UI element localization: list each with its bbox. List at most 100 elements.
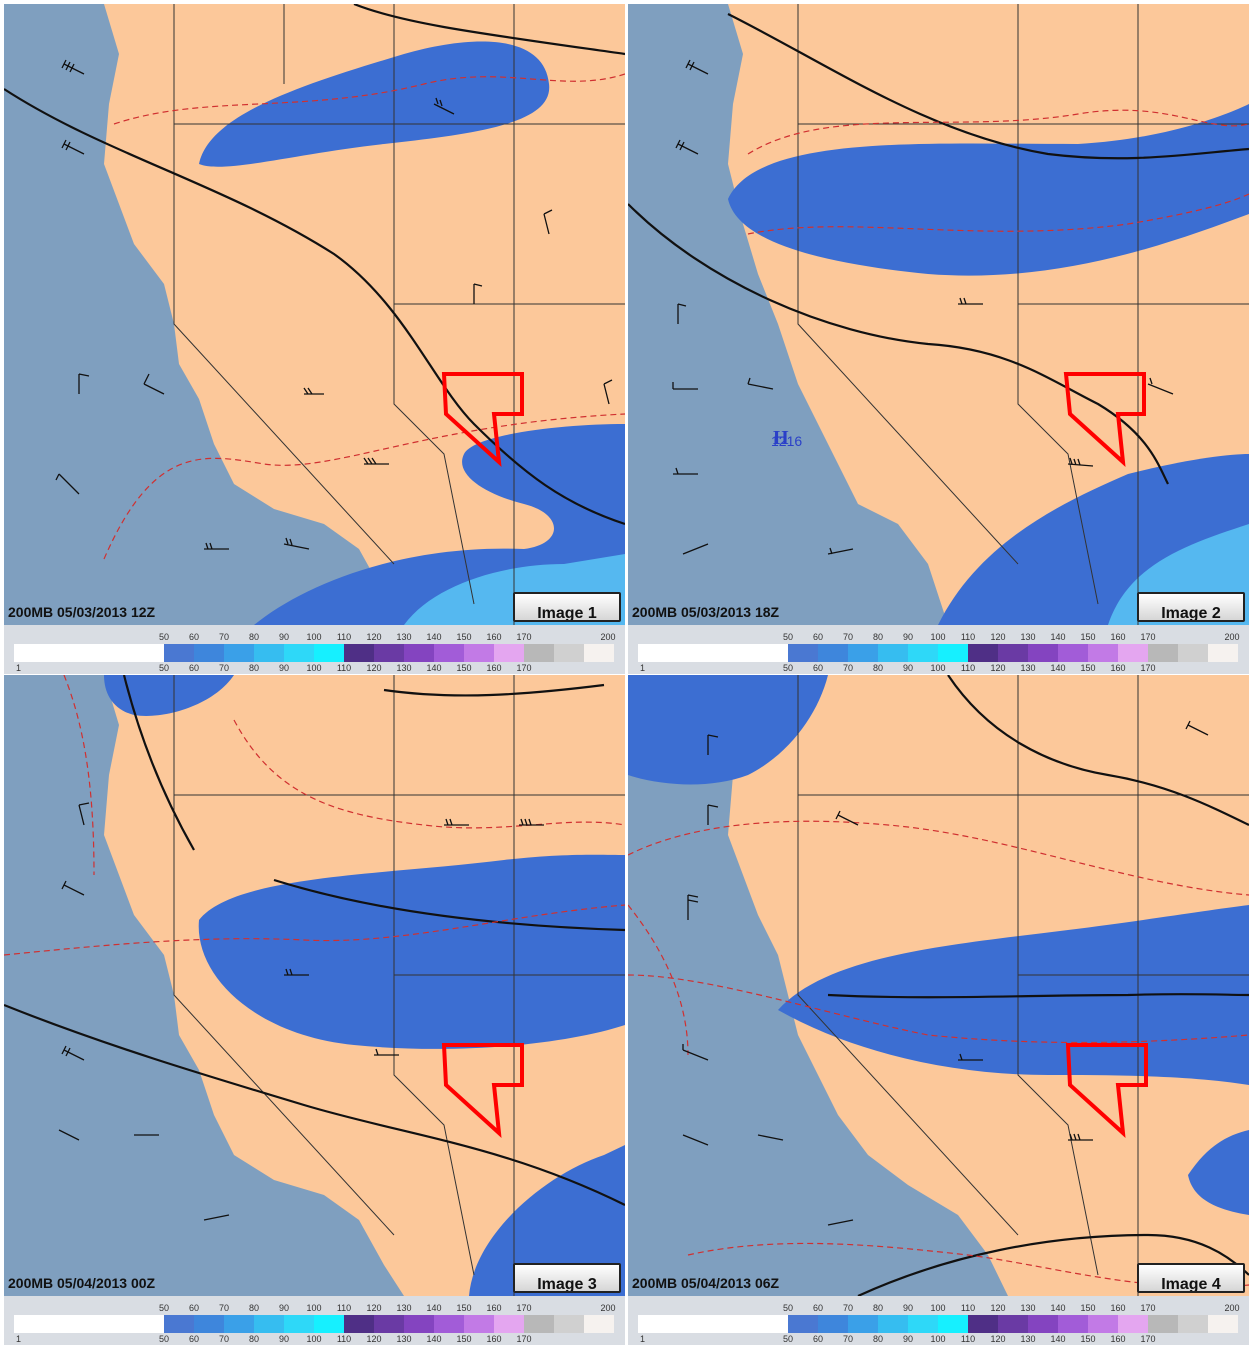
legend-tick-bottom: 80 bbox=[873, 1334, 883, 1344]
image-label: Image 4 bbox=[1137, 1263, 1245, 1293]
legend-tick-top: 200 bbox=[600, 1303, 615, 1313]
legend-tick-bottom: 130 bbox=[396, 1334, 411, 1344]
legend-tick-bottom: 120 bbox=[990, 1334, 1005, 1344]
legend-tick-bottom: 160 bbox=[486, 663, 501, 673]
legend-tick-top: 70 bbox=[219, 1303, 229, 1313]
legend-swatch bbox=[464, 644, 494, 662]
legend-tick-bottom: 70 bbox=[219, 1334, 229, 1344]
legend-tick-top: 140 bbox=[426, 632, 441, 642]
legend-swatch bbox=[284, 644, 314, 662]
legend-tick-bottom: 140 bbox=[1050, 1334, 1065, 1344]
legend-tick-bottom: 150 bbox=[1080, 663, 1095, 673]
state-borders bbox=[797, 4, 1249, 625]
legend-swatch bbox=[938, 644, 968, 662]
legend-tick-top: 50 bbox=[783, 632, 793, 642]
high-pressure-value: 1216 bbox=[771, 433, 802, 449]
legend-tick-bottom: 170 bbox=[516, 1334, 531, 1344]
temp-contour bbox=[628, 820, 1249, 896]
legend-tick-top: 70 bbox=[843, 632, 853, 642]
legend-swatch bbox=[374, 644, 404, 662]
jet-stream-north-west bbox=[104, 675, 234, 716]
height-contour bbox=[383, 683, 605, 697]
legend-tick-bottom: 50 bbox=[159, 663, 169, 673]
height-contour bbox=[827, 993, 1249, 999]
legend-tick-bottom: 110 bbox=[337, 663, 351, 673]
height-contour bbox=[727, 13, 1249, 160]
legend-swatch bbox=[1058, 1315, 1088, 1333]
legend-tick-top: 100 bbox=[930, 1303, 945, 1313]
image-label: Image 3 bbox=[513, 1263, 621, 1293]
legend-tick-bottom: 110 bbox=[961, 1334, 975, 1344]
legend-tick-top: 100 bbox=[930, 632, 945, 642]
legend-swatch bbox=[1178, 644, 1208, 662]
legend-tick-bottom: 160 bbox=[1110, 1334, 1125, 1344]
legend-tick-top: 130 bbox=[1020, 632, 1035, 642]
legend-tick-top: 160 bbox=[486, 1303, 501, 1313]
legend-swatch bbox=[1118, 644, 1148, 662]
jet-stream-south-east bbox=[469, 1145, 625, 1296]
legend-tick-bottom: 140 bbox=[426, 663, 441, 673]
legend-swatch bbox=[848, 1315, 878, 1333]
temp-contour bbox=[4, 904, 625, 956]
legend-tick-top: 140 bbox=[1050, 632, 1065, 642]
legend-swatch bbox=[404, 644, 434, 662]
legend-swatch bbox=[374, 1315, 404, 1333]
legend-tick-bottom: 140 bbox=[426, 1334, 441, 1344]
jet-stream-north bbox=[728, 104, 1249, 276]
map-view-3[interactable]: 200MB 05/04/2013 00Z Image 3 bbox=[4, 675, 625, 1296]
warning-polygon bbox=[1063, 372, 1146, 467]
legend-swatch bbox=[314, 644, 344, 662]
legend-tick-bottom: 130 bbox=[1020, 1334, 1035, 1344]
legend-tick-top: 140 bbox=[426, 1303, 441, 1313]
legend-tick-top: 110 bbox=[961, 632, 975, 642]
height-contour bbox=[353, 4, 625, 56]
legend-tick-bottom: 80 bbox=[249, 663, 259, 673]
legend-tick-top: 70 bbox=[843, 1303, 853, 1313]
state-borders bbox=[173, 675, 625, 1296]
legend-tick-bottom: 70 bbox=[843, 663, 853, 673]
warning-polygon bbox=[1065, 1043, 1148, 1138]
legend-swatch bbox=[998, 1315, 1028, 1333]
legend-tick-bottom: 90 bbox=[903, 663, 913, 673]
legend-tick-top: 60 bbox=[813, 632, 823, 642]
legend-tick-top: 90 bbox=[903, 1303, 913, 1313]
legend-swatch bbox=[254, 1315, 284, 1333]
legend-swatch bbox=[998, 644, 1028, 662]
map-view-4[interactable]: 200MB 05/04/2013 06Z Image 4 bbox=[628, 675, 1249, 1296]
legend-swatch bbox=[464, 1315, 494, 1333]
legend-tick-top: 120 bbox=[366, 632, 381, 642]
legend-tick-bottom: 1 bbox=[16, 1334, 21, 1344]
legend-swatch bbox=[1208, 1315, 1238, 1333]
legend-swatch bbox=[848, 644, 878, 662]
legend-swatch bbox=[908, 644, 938, 662]
legend-tick-top: 200 bbox=[600, 632, 615, 642]
legend-tick-top: 130 bbox=[396, 632, 411, 642]
legend-tick-bottom: 130 bbox=[396, 663, 411, 673]
legend-tick-top: 150 bbox=[1080, 632, 1095, 642]
legend-tick-top: 140 bbox=[1050, 1303, 1065, 1313]
legend-swatch bbox=[494, 1315, 524, 1333]
map-view-1[interactable]: 200MB 05/03/2013 12Z Image 1 bbox=[4, 4, 625, 625]
legend-tick-bottom: 170 bbox=[1140, 663, 1155, 673]
timestamp: 200MB 05/03/2013 12Z bbox=[8, 604, 156, 620]
legend-tick-top: 90 bbox=[279, 1303, 289, 1313]
legend-tick-top: 60 bbox=[189, 1303, 199, 1313]
legend-tick-top: 80 bbox=[873, 1303, 883, 1313]
legend-swatch bbox=[1178, 1315, 1208, 1333]
legend-tick-bottom: 80 bbox=[249, 1334, 259, 1344]
high-pressure-center: H bbox=[773, 427, 789, 449]
legend-swatch bbox=[314, 1315, 344, 1333]
legend-tick-top: 80 bbox=[249, 1303, 259, 1313]
map-view-2[interactable]: H 1216 200MB 05/03/2013 18Z Image 2 bbox=[628, 4, 1249, 625]
temp-contour bbox=[747, 109, 1249, 155]
legend-swatch bbox=[1088, 644, 1118, 662]
legend-tick-top: 80 bbox=[249, 632, 259, 642]
legend-tick-bottom: 120 bbox=[990, 663, 1005, 673]
height-contour bbox=[122, 675, 195, 851]
legend-swatch bbox=[1148, 1315, 1178, 1333]
legend-swatch bbox=[524, 644, 554, 662]
